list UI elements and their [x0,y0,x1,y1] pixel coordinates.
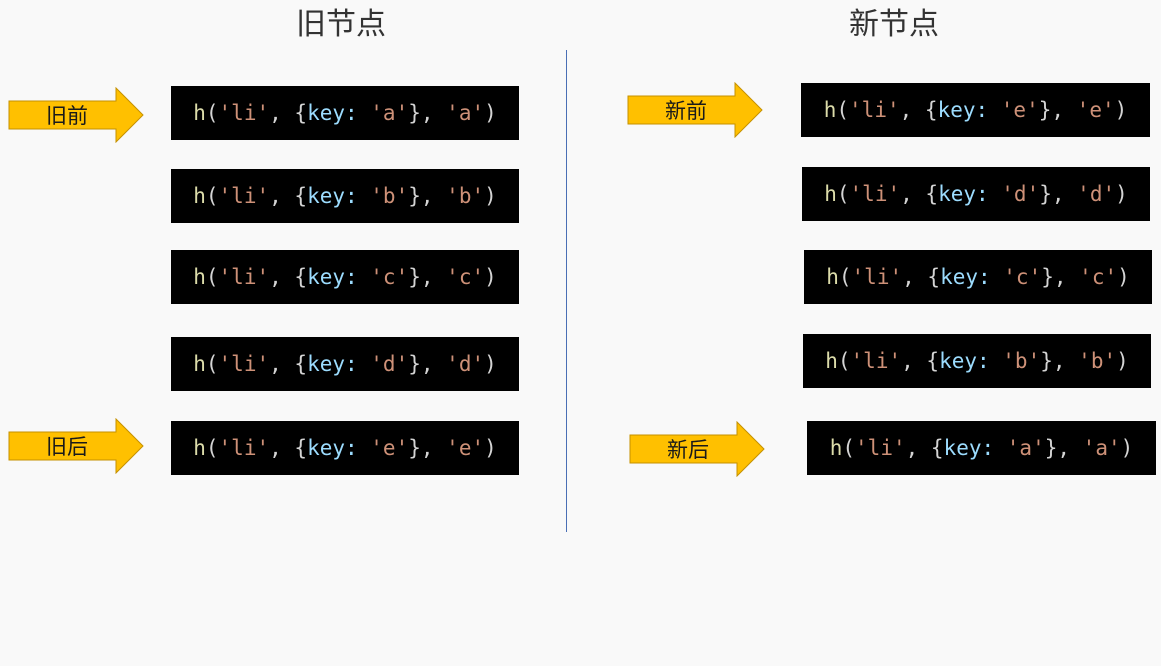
new-node-4: h('li', {key: 'a'}, 'a') [807,421,1156,475]
node-text: 'b' [446,184,485,208]
token-fn: h [193,436,206,460]
new-node-0: h('li', {key: 'e'}, 'e') [801,83,1150,137]
node-text: 'a' [446,101,485,125]
node-text: 'd' [446,352,485,376]
node-text: 'a' [1082,436,1121,460]
center-divider [566,50,567,532]
token-fn: h [825,349,838,373]
arrow-old-start: 旧前 [8,87,144,143]
arrow-new-start-label: 新前 [665,99,707,123]
node-text: 'e' [446,436,485,460]
arrow-right-icon [629,421,765,477]
node-text: 'e' [1076,98,1115,122]
arrow-right-icon [8,87,144,143]
arrow-old-end-label: 旧后 [46,435,88,459]
arrow-old-end: 旧后 [8,418,144,474]
arrow-new-end-label: 新后 [667,438,709,462]
node-key: 'b' [370,184,409,208]
node-key: 'b' [1002,349,1041,373]
node-text: 'd' [1077,182,1116,206]
old-node-1: h('li', {key: 'b'}, 'b') [171,169,519,223]
node-key: 'd' [1001,182,1040,206]
node-key: 'd' [370,352,409,376]
node-text: 'b' [1078,349,1117,373]
new-node-2: h('li', {key: 'c'}, 'c') [804,250,1152,304]
old-node-0: h('li', {key: 'a'}, 'a') [171,86,519,140]
arrow-new-end: 新后 [629,421,765,477]
token-fn: h [193,265,206,289]
arrow-new-start: 新前 [627,82,763,138]
token-fn: h [823,98,837,122]
arrow-old-start-label: 旧前 [46,104,88,128]
arrow-right-icon [8,418,144,474]
node-key: 'a' [370,101,409,125]
node-key: 'e' [1000,98,1039,122]
arrow-right-icon [627,82,763,138]
token-fn: h [193,101,206,125]
old-nodes-title: 旧节点 [296,7,386,42]
old-node-4: h('li', {key: 'e'}, 'e') [171,421,519,475]
token-fn: h [826,265,839,289]
node-key: 'e' [370,436,409,460]
old-node-3: h('li', {key: 'd'}, 'd') [171,337,519,391]
old-node-2: h('li', {key: 'c'}, 'c') [171,250,519,304]
token-fn: h [193,184,206,208]
new-node-1: h('li', {key: 'd'}, 'd') [802,167,1150,221]
token-fn: h [829,436,843,460]
new-node-3: h('li', {key: 'b'}, 'b') [803,334,1151,388]
node-text: 'c' [1079,265,1118,289]
token-fn: h [824,182,837,206]
new-nodes-title: 新节点 [849,7,939,42]
node-key: 'c' [370,265,409,289]
node-text: 'c' [446,265,485,289]
token-fn: h [193,352,206,376]
node-key: 'c' [1003,265,1042,289]
node-key: 'a' [1006,436,1045,460]
